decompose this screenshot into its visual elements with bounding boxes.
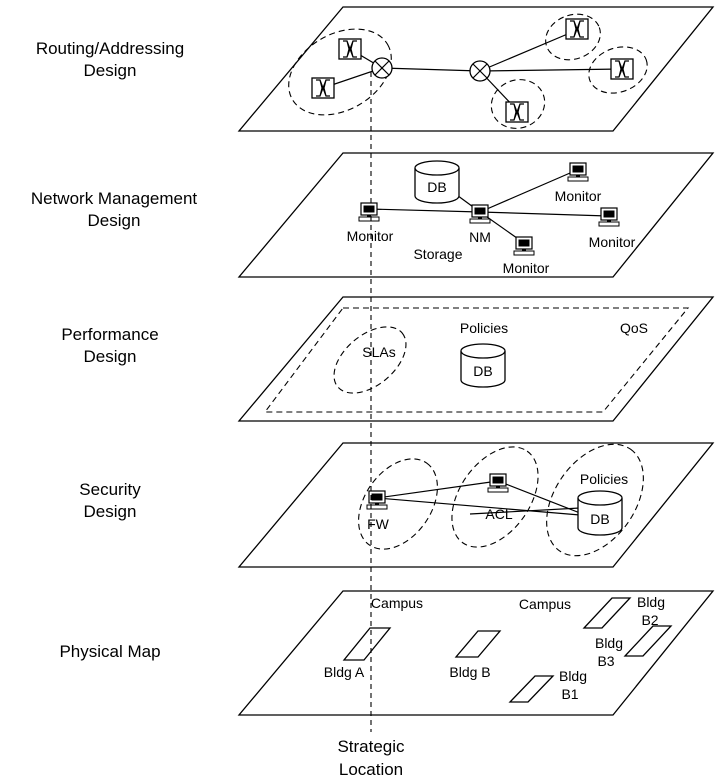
- bldg-b-label: Bldg B: [449, 664, 490, 680]
- router-cluster-right: [588, 46, 648, 94]
- layer-label-routing: Routing/Addressing Design: [0, 38, 220, 82]
- strategic-label-line1: Strategic: [337, 737, 405, 756]
- monitor-icon: [513, 236, 535, 256]
- fw-label: FW: [367, 516, 390, 532]
- building-b2: [582, 597, 632, 629]
- bldg-b1-label-line1: Bldg: [559, 668, 587, 684]
- bldg-b3-label-line2: B3: [597, 653, 614, 669]
- label-line: Routing/Addressing: [35, 39, 185, 58]
- slas-region: [333, 326, 407, 394]
- label-line: Physical Map: [59, 642, 161, 661]
- nm-db-label: DB: [427, 179, 446, 195]
- building-a: [342, 627, 392, 661]
- router-icon: [469, 60, 491, 82]
- router-cluster-top-right: [545, 13, 601, 61]
- firewall-computer-icon: [366, 490, 388, 510]
- nm-label: NM: [469, 229, 491, 245]
- acl-computer-icon: [487, 473, 509, 493]
- switch-icon: [610, 58, 634, 80]
- label-line: Design: [87, 211, 141, 230]
- strategic-label-line2: Location: [339, 760, 403, 779]
- router-cluster-left: [288, 28, 392, 116]
- monitor-bottom-label: Monitor: [503, 260, 550, 276]
- monitor-icon: [598, 207, 620, 227]
- perf-db-label: DB: [473, 363, 492, 379]
- switch-icon: [565, 18, 589, 40]
- qos-label: QoS: [620, 320, 648, 336]
- label-line: Security: [79, 480, 141, 499]
- monitor-icon: [358, 202, 380, 222]
- physical-map-layer: Campus Campus Bldg A Bldg B Bldg B1 Bldg…: [237, 590, 715, 716]
- sec-policies-label: Policies: [580, 471, 628, 487]
- switch-icon: [338, 38, 362, 60]
- label-line: Design: [83, 347, 137, 366]
- bldg-b1-label-line2: B1: [561, 686, 578, 702]
- qos-boundary: [263, 307, 690, 413]
- database-icon: [460, 343, 506, 388]
- router-cluster-bottom: [490, 79, 546, 129]
- performance-layer: SLAs Policies QoS DB: [237, 296, 715, 422]
- monitor-right-label: Monitor: [589, 234, 636, 250]
- database-icon: [577, 490, 623, 536]
- acl-label: ACL: [485, 506, 512, 522]
- fw-zone: [358, 458, 438, 550]
- security-layer: FW ACL Policies DB: [237, 442, 715, 568]
- building-b3: [623, 625, 673, 657]
- monitor-left-label: Monitor: [347, 228, 394, 244]
- router-icon: [371, 57, 393, 79]
- bldg-b2-label-line2: B2: [641, 612, 658, 628]
- switch-icon: [505, 101, 529, 123]
- label-line: Design: [83, 61, 137, 80]
- building-b: [454, 630, 502, 658]
- network-management-layer: DB Monitor NM Storage Monitor Monitor Mo…: [237, 152, 715, 278]
- slas-label: SLAs: [362, 344, 395, 360]
- routing-layer: [237, 6, 715, 132]
- layer-label-physical-map: Physical Map: [0, 641, 220, 663]
- label-line: Performance: [61, 325, 159, 344]
- label-line: Network Management: [30, 189, 198, 208]
- layer-label-performance: Performance Design: [0, 324, 220, 368]
- layer-label-network-management: Network Management Design: [4, 188, 224, 232]
- sec-db-label: DB: [590, 511, 609, 527]
- bldg-b2-label-line1: Bldg: [637, 594, 665, 610]
- building-b1: [508, 675, 555, 703]
- layer-label-security: Security Design: [0, 479, 220, 523]
- database-icon: [414, 160, 460, 204]
- acl-zone: [451, 446, 539, 548]
- monitor-top-right-label: Monitor: [555, 188, 602, 204]
- bldg-a-label: Bldg A: [324, 664, 365, 680]
- computer-icon: [469, 204, 491, 224]
- campus-left-label: Campus: [371, 595, 423, 611]
- policies-label: Policies: [460, 320, 508, 336]
- storage-label: Storage: [413, 246, 462, 262]
- switch-icon: [311, 77, 335, 99]
- monitor-icon: [567, 162, 589, 182]
- bldg-b3-label-line1: Bldg: [595, 635, 623, 651]
- security-plane: [237, 442, 715, 568]
- campus-right-label: Campus: [519, 596, 571, 612]
- policies-zone: [546, 443, 644, 557]
- label-line: Design: [83, 502, 137, 521]
